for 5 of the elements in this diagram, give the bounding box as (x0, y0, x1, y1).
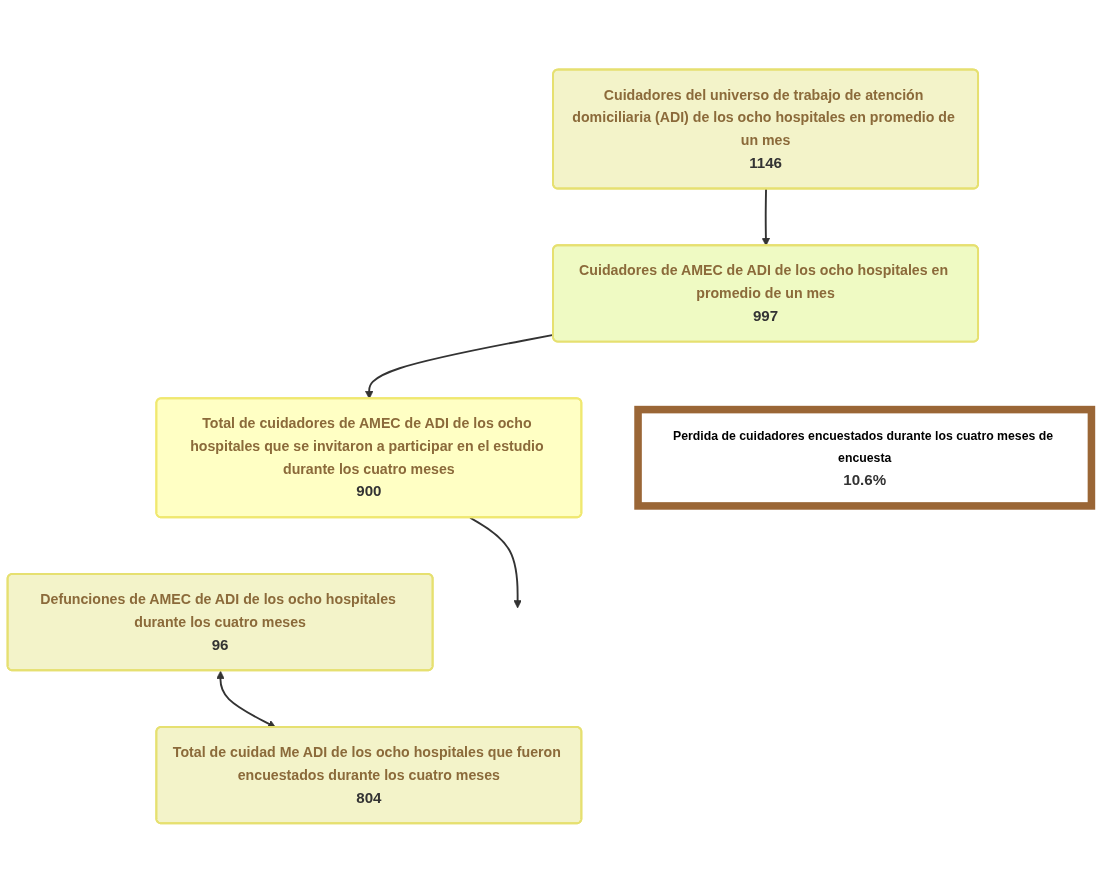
arrow (216, 670, 277, 728)
node-box: Perdida de cuidadores encuestados durante los cuatro meses de encuesta 10.6% (634, 405, 1096, 510)
arrow (365, 334, 555, 400)
arrow (469, 516, 522, 609)
arrow (761, 188, 771, 247)
